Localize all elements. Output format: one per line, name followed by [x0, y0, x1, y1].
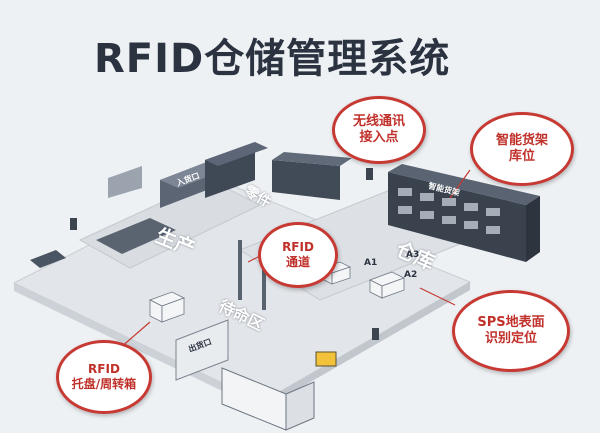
callout-text: SPS地表面	[477, 314, 545, 330]
parts-rack	[272, 160, 340, 200]
aisle-label: A1	[364, 258, 378, 268]
callout-text: 托盘/周转箱	[71, 377, 137, 391]
callout-sps-floor: SPS地表面 识别定位	[452, 290, 570, 372]
rfid-gate-post	[262, 250, 266, 310]
antenna	[70, 218, 77, 230]
floor-platform-edge-right	[262, 282, 470, 410]
callout-text: 智能货架	[495, 132, 548, 148]
aisle-label: A3	[406, 250, 420, 260]
callout-text: 通道	[285, 255, 310, 269]
callout-rfid-channel: RFID 通道	[258, 222, 338, 288]
callout-text: 库位	[508, 149, 535, 164]
inbound-truck	[108, 166, 142, 198]
antenna	[372, 328, 379, 340]
forklift	[315, 351, 337, 367]
callout-text: 识别定位	[484, 331, 537, 346]
callout-rfid-pallet: RFID 托盘/周转箱	[56, 340, 152, 414]
rfid-gate-post	[238, 240, 242, 300]
callout-smart-shelf: 智能货架 库位	[470, 112, 574, 186]
callout-text: 接入点	[359, 130, 399, 145]
page-title: RFID仓储管理系统	[94, 36, 451, 82]
callout-text: RFID	[282, 240, 314, 254]
antenna	[366, 168, 373, 180]
callout-text: 无线通讯	[352, 113, 405, 129]
workstation	[30, 250, 66, 268]
callout-wireless-ap: 无线通讯 接入点	[332, 96, 426, 164]
conveyor	[96, 218, 176, 254]
floor-platform-edge	[14, 283, 262, 410]
callout-text: RFID	[88, 362, 120, 376]
aisle-label: A2	[404, 270, 418, 280]
outbound-building	[175, 319, 229, 381]
